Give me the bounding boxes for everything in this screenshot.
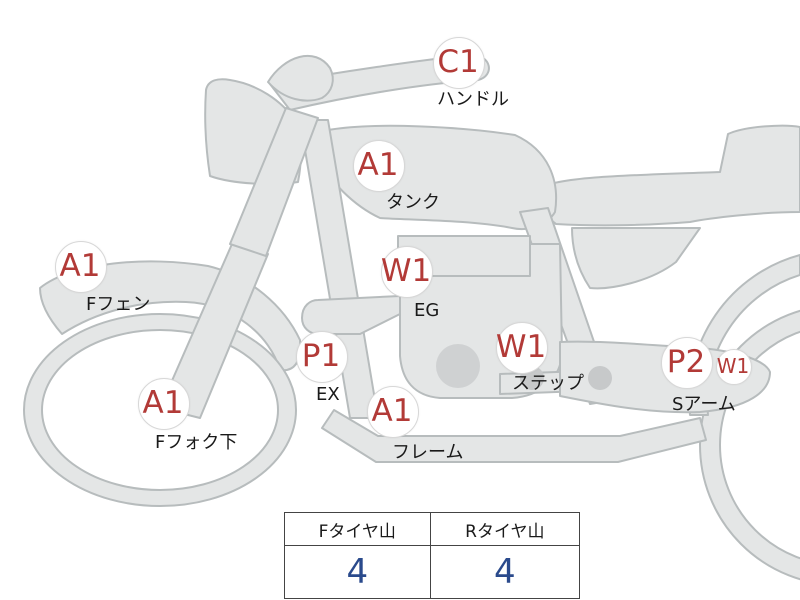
- marker-code: P2: [666, 344, 706, 380]
- table-row: 4 4: [284, 545, 581, 599]
- marker-code: W1: [495, 329, 547, 365]
- seat: [537, 124, 800, 227]
- frame-rear-loop: [321, 409, 707, 463]
- marker-code: C1: [437, 44, 479, 80]
- header-front-tire-tread: Fタイヤ山: [284, 512, 431, 546]
- marker-disc: [296, 331, 348, 383]
- marker-code: W1: [716, 354, 750, 378]
- marker-disc: [138, 378, 190, 430]
- value-front-tire-tread: 4: [284, 545, 431, 599]
- headlight: [267, 54, 334, 102]
- tire-tread-table: Fタイヤ山 Rタイヤ山 4 4: [284, 512, 581, 599]
- marker-disc: [367, 386, 419, 438]
- marker-disc: [381, 246, 433, 298]
- label-swing-arm: Sアーム: [672, 394, 736, 415]
- marker-disc: [55, 241, 107, 293]
- label-handle: ハンドル: [437, 89, 509, 110]
- value-rear-tire-tread: 4: [429, 545, 581, 599]
- front-fork-upper: [229, 107, 319, 257]
- marker-disc: [661, 337, 713, 389]
- marker-disc: [353, 140, 405, 192]
- label-tank: タンク: [386, 192, 440, 213]
- exhaust-pipe: [301, 295, 401, 335]
- front-wheel: [23, 313, 297, 507]
- marker-disc: [496, 322, 548, 374]
- header-rear-tire-tread: Rタイヤ山: [429, 512, 581, 546]
- step-peg-right: [588, 366, 612, 390]
- marker-code: A1: [371, 393, 413, 429]
- label-step: ステップ: [512, 373, 584, 394]
- label-front-fork-lower: Fフォク下: [155, 432, 238, 453]
- marker-code: A1: [357, 147, 399, 183]
- marker-code: A1: [142, 385, 184, 421]
- label-frame: フレーム: [392, 442, 464, 463]
- marker-code: A1: [59, 248, 101, 284]
- marker-disc: [433, 37, 485, 89]
- side-cover: [571, 227, 701, 290]
- table-header-row: Fタイヤ山 Rタイヤ山: [284, 512, 581, 546]
- engine-case-cover: [436, 344, 480, 388]
- label-exhaust: EX: [316, 384, 340, 405]
- label-engine: EG: [414, 300, 440, 321]
- label-front-fender: Fフェン: [86, 294, 151, 315]
- marker-code: W1: [380, 253, 432, 289]
- marker-disc: [716, 349, 752, 385]
- marker-code: P1: [301, 338, 341, 374]
